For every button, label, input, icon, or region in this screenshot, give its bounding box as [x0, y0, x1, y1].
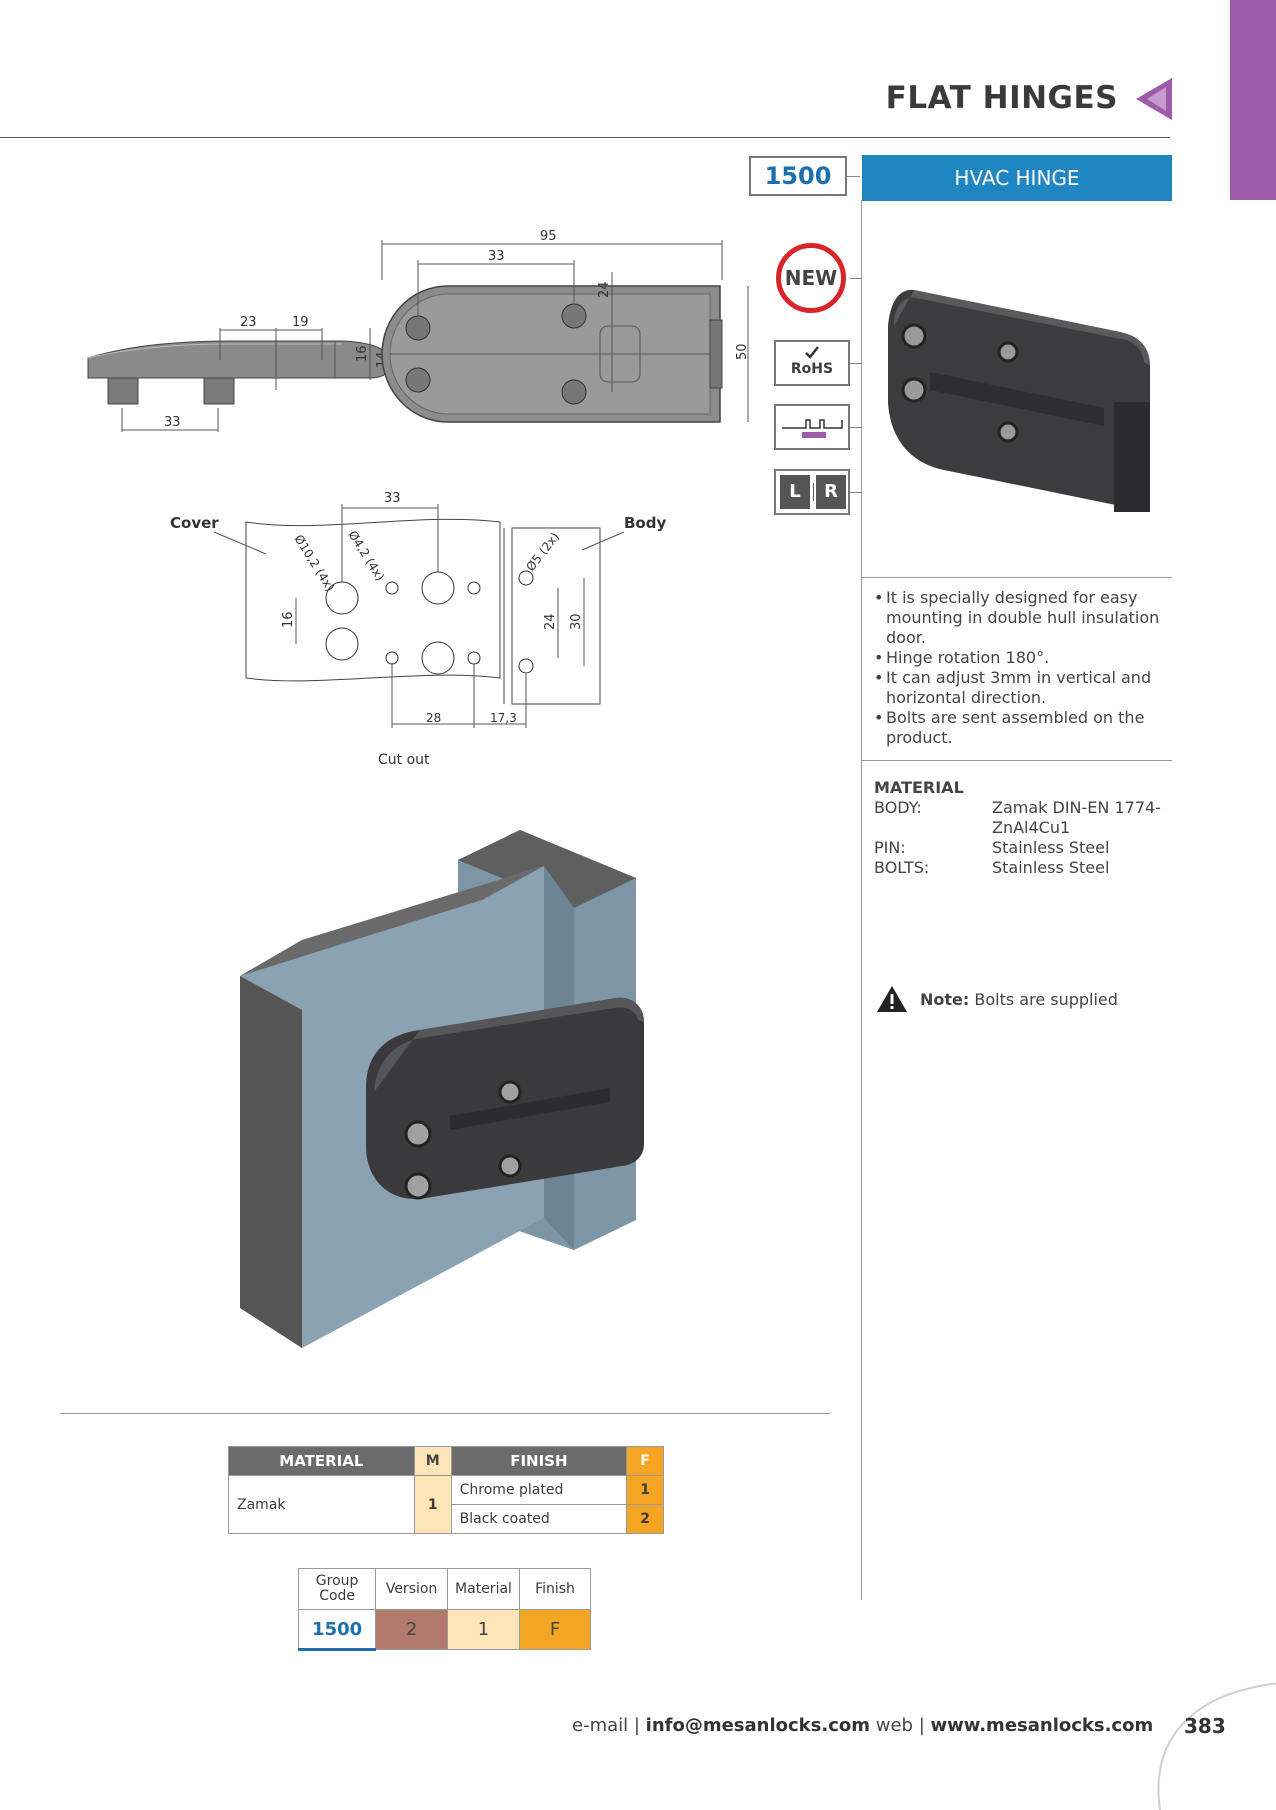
material-value: Stainless Steel [992, 858, 1110, 877]
dim-19: 19 [292, 315, 309, 330]
group-code-value: 1500 [297, 1609, 377, 1651]
technical-drawing: 23 19 14 33 95 33 24 16 50 [87, 229, 750, 768]
m-header: M [413, 1446, 452, 1476]
badge-tick [850, 363, 862, 364]
page-title: FLAT HINGES [885, 80, 1118, 116]
cover-label: Cover [170, 514, 219, 532]
page-number: 383 [1184, 1714, 1226, 1738]
material-code-value: 1 [446, 1609, 521, 1650]
dim-24-top: 24 [597, 281, 612, 298]
dim-30-cutout: 30 [569, 613, 584, 630]
finish-code: 2 [626, 1504, 664, 1534]
product-image [888, 289, 1150, 512]
new-badge: NEW [776, 243, 846, 313]
check-icon [805, 346, 819, 359]
cutout-view: 33 16 24 30 28 17,3 Ø10,2 (4x) Ø4,2 (4x)… [170, 491, 666, 768]
material-specs: MATERIAL BODY: Zamak DIN-EN 1774-ZnAl4Cu… [874, 778, 1174, 878]
material-row: PIN: Stainless Steel [874, 838, 1174, 858]
surface-mount-icon [782, 419, 843, 438]
material-heading: MATERIAL [874, 778, 964, 797]
feature-item: Bolts are sent assembled on the product. [874, 708, 1174, 748]
feature-list: It is specially designed for easy mounti… [874, 588, 1174, 748]
dim-33-side: 33 [164, 415, 181, 430]
material-value: Stainless Steel [992, 838, 1110, 857]
note-label: Note: [920, 989, 970, 1009]
material-key: BOLTS: [874, 858, 930, 877]
dim-16-cutout: 16 [281, 611, 296, 628]
section-color-tab [1230, 0, 1276, 200]
badge-tick [850, 278, 862, 279]
left-right-badge: L R [774, 469, 850, 515]
email-label: e-mail [572, 1715, 629, 1736]
dim-16-top: 16 [355, 345, 370, 362]
rohs-label: RoHS [790, 361, 834, 377]
dim-50: 50 [735, 343, 750, 360]
dim-17-3: 17,3 [490, 711, 517, 725]
finish-code-header: Finish [519, 1568, 591, 1610]
footer-contact: e-mail | info@mesanlocks.com web | www.m… [572, 1715, 1154, 1736]
version-header: Version [375, 1568, 448, 1610]
order-code-table: Group Code Version Material Finish 1500 … [297, 1568, 591, 1651]
dim-23: 23 [240, 315, 257, 330]
section-rule [60, 1413, 830, 1414]
finish-name: Chrome plated [450, 1475, 628, 1505]
finish-code: 1 [626, 1475, 664, 1505]
badge-tick [850, 427, 862, 428]
left-hand-label: L [780, 475, 810, 509]
note: Note: Bolts are supplied [876, 985, 1118, 1013]
lr-divider [813, 483, 814, 501]
warning-icon [877, 986, 907, 1012]
section-rule [862, 577, 1172, 578]
note-text: Bolts are supplied [974, 989, 1118, 1009]
application-illustration [240, 830, 644, 1348]
rohs-badge: RoHS [774, 340, 850, 386]
product-code: 1500 [749, 156, 847, 196]
material-key: PIN: [874, 838, 906, 857]
finish-name: Black coated [450, 1504, 628, 1534]
dim-28: 28 [426, 711, 441, 725]
column-divider [861, 200, 862, 1600]
finish-header: FINISH [450, 1446, 628, 1476]
finish-code-value: F [519, 1609, 591, 1650]
header-rule [0, 137, 1170, 138]
side-view: 23 19 14 33 [87, 315, 393, 432]
product-name-bar: HVAC HINGE [862, 155, 1172, 201]
material-row: BODY: Zamak DIN-EN 1774-ZnAl4Cu1 [874, 798, 1174, 838]
material-finish-table: MATERIAL M FINISH F Zamak 1 Chrome plate… [228, 1446, 664, 1534]
f-header: F [626, 1446, 664, 1476]
material-key: BODY: [874, 798, 922, 817]
cutout-caption: Cut out [378, 752, 430, 768]
material-header: MATERIAL [228, 1446, 415, 1476]
material-value: Zamak DIN-EN 1774-ZnAl4Cu1 [992, 798, 1161, 837]
right-hand-label: R [816, 475, 846, 509]
dim-33-cutout: 33 [384, 491, 401, 506]
top-view: 95 33 24 16 50 [355, 229, 750, 423]
material-code: 1 [413, 1475, 452, 1534]
code-connector [847, 176, 860, 177]
version-value: 2 [375, 1609, 448, 1650]
feature-item: It is specially designed for easy mounti… [874, 588, 1174, 648]
material-row: BOLTS: Stainless Steel [874, 858, 1174, 878]
page-corner-curve [1157, 1682, 1276, 1810]
dim-24-cutout: 24 [543, 613, 558, 630]
section-rule [862, 760, 1172, 761]
email-link[interactable]: info@mesanlocks.com [645, 1715, 870, 1736]
web-label: web [875, 1715, 913, 1736]
body-label: Body [624, 514, 666, 532]
web-link[interactable]: www.mesanlocks.com [930, 1715, 1154, 1736]
feature-item: It can adjust 3mm in vertical and horizo… [874, 668, 1174, 708]
title-arrow-icon [1136, 78, 1172, 120]
dim-95: 95 [540, 229, 557, 244]
mounting-type-badge [774, 404, 850, 450]
feature-item: Hinge rotation 180°. [874, 648, 1174, 668]
group-code-header: Group Code [297, 1568, 377, 1610]
material-code-header: Material [446, 1568, 521, 1610]
dim-33-top: 33 [488, 249, 505, 264]
badge-tick [850, 492, 862, 493]
material-name: Zamak [228, 1475, 415, 1534]
